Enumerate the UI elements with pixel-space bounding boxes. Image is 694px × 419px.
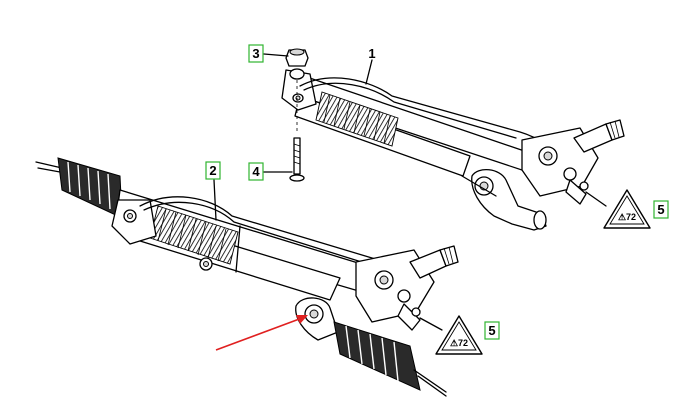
leader-line-5-lower [419, 317, 443, 331]
steering-rack-upper [281, 68, 625, 231]
warning-symbol-lower: ⚠72 [450, 338, 468, 348]
callout-4[interactable]: 4 [248, 162, 264, 181]
callout-5-upper[interactable]: 5 [653, 200, 669, 219]
warning-symbol-upper: ⚠72 [618, 212, 636, 222]
callout-1[interactable]: 1 [368, 46, 375, 61]
nut-part-3 [285, 48, 309, 67]
leader-line-1 [365, 59, 373, 85]
callout-5-lower-label: 5 [488, 323, 495, 338]
warning-triangle-icon: ⚠72 [435, 315, 483, 355]
leader-line-2 [213, 179, 217, 221]
callout-2[interactable]: 2 [205, 161, 221, 180]
red-pointer-arrow [215, 315, 308, 351]
callout-3[interactable]: 3 [248, 44, 264, 63]
leader-line-5-upper [585, 191, 607, 207]
warning-triangle-icon: ⚠72 [603, 189, 651, 229]
callout-5-upper-label: 5 [657, 202, 664, 217]
callout-2-label: 2 [209, 163, 216, 178]
bolt-part-4 [289, 80, 305, 182]
callout-3-label: 3 [252, 46, 259, 61]
steering-rack-lower [35, 157, 459, 397]
callout-4-label: 4 [252, 164, 260, 179]
leader-line-3 [263, 53, 289, 57]
callout-5-lower[interactable]: 5 [484, 321, 500, 340]
callout-1-label: 1 [368, 46, 375, 61]
